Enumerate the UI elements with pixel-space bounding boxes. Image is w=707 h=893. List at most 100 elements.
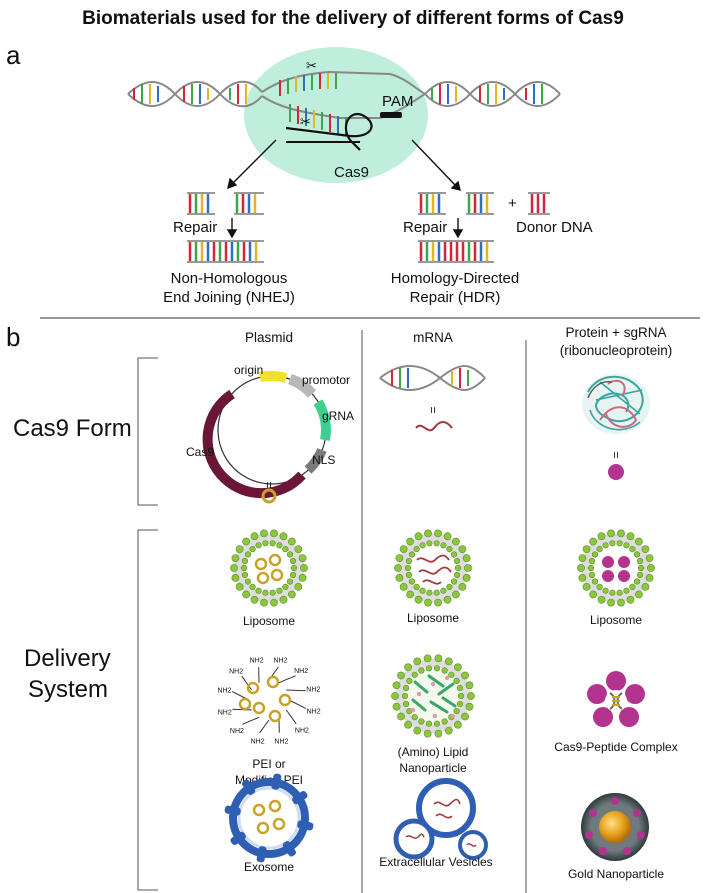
lipid-head <box>230 564 238 572</box>
row-delivery-line2: System <box>28 676 108 703</box>
lipid-head <box>395 573 404 582</box>
lipid-head <box>645 554 654 562</box>
lipid-head <box>451 537 460 546</box>
membrane-protein <box>271 773 282 790</box>
lipid-head <box>411 671 418 678</box>
lipid-head <box>287 537 296 546</box>
membrane-protein <box>292 791 308 805</box>
pei-branch <box>286 689 306 692</box>
lipid-head <box>414 595 423 604</box>
membrane-protein <box>256 846 267 863</box>
dna-helix-left <box>127 80 263 108</box>
lipid-head <box>467 692 475 700</box>
lipid-head <box>617 529 625 538</box>
column-plasmid: Plasmid <box>245 330 293 345</box>
lipid-head <box>406 590 414 599</box>
pei-branch <box>241 675 253 691</box>
lipid-head <box>242 537 250 546</box>
plasmid-map <box>202 370 331 499</box>
lipid-head <box>444 657 453 666</box>
lipid-head <box>433 540 440 547</box>
lipid-head <box>453 557 461 565</box>
arrows-panel-a <box>226 139 464 239</box>
lipid-head <box>607 529 615 538</box>
pei-amine-label: NH2 <box>218 709 232 716</box>
column-protein-line1: Protein + sgRNA <box>566 325 667 340</box>
lipid-head <box>441 667 448 674</box>
lipid-head <box>434 529 442 538</box>
panel-b-label: b <box>6 322 20 352</box>
lipid-head <box>637 564 645 572</box>
lipid-head <box>294 545 303 553</box>
label-extracellular-vesicles: Extracellular Vesicles <box>379 855 492 869</box>
lipid-head <box>250 532 259 541</box>
exosome <box>224 773 314 863</box>
lipid-head <box>262 589 269 596</box>
lipid-head <box>450 551 458 558</box>
lipid-head <box>453 663 462 672</box>
lipid-head <box>255 587 262 594</box>
lipid-head <box>443 595 452 604</box>
mrna-strand <box>415 421 453 432</box>
membrane-protein <box>224 805 241 816</box>
lipid-head <box>419 587 426 594</box>
lipid-head <box>446 583 453 591</box>
hdr-label-line1: Homology-Directed <box>391 270 519 287</box>
lipid-head <box>269 540 276 547</box>
lipid-head <box>465 681 474 690</box>
lipid-head <box>461 671 469 680</box>
lipid-head <box>609 540 616 547</box>
lipid-head <box>397 712 405 721</box>
lipid-head <box>623 542 630 549</box>
lipid-head <box>602 587 609 594</box>
figure-title: Biomaterials used for the delivery of di… <box>82 8 624 29</box>
lipid-head <box>408 578 416 585</box>
lipid-head <box>448 671 455 678</box>
lipid-head <box>262 540 269 547</box>
lipid-head <box>464 564 472 572</box>
pei-branch <box>288 699 307 709</box>
lipid-head <box>240 564 248 572</box>
lipid-head <box>433 589 440 596</box>
pei-amine-label: NH2 <box>273 657 287 664</box>
lipid-head <box>636 571 644 579</box>
lipid-head <box>397 671 405 680</box>
lipid-head <box>453 720 462 729</box>
lipid-head <box>399 582 408 591</box>
lipid-head <box>578 554 587 562</box>
lipid-head <box>454 564 462 572</box>
lipid-head <box>626 595 635 604</box>
lipid-head <box>241 557 249 565</box>
lipid-head <box>647 564 655 572</box>
lipid-head <box>623 587 630 594</box>
pei-branch <box>242 716 260 725</box>
lipid-head <box>588 571 596 579</box>
plasmid-grna-label: gRNA <box>322 409 354 423</box>
lipid-head <box>418 718 425 725</box>
membrane-protein <box>242 779 256 795</box>
lipid-head <box>294 582 303 591</box>
bracket-cas9-form <box>137 357 158 506</box>
pei-amine-label: NH2 <box>250 658 264 665</box>
liposome-mrna <box>394 529 472 607</box>
column-protein-line2: (ribonucleoprotein) <box>560 343 673 358</box>
label-pei-line1: PEI or <box>252 757 285 771</box>
lipid-head <box>286 578 294 585</box>
lipid-head <box>279 595 288 604</box>
lipid-head <box>450 578 458 585</box>
lipid-head <box>462 554 471 562</box>
pei-amine-label: NH2 <box>294 668 308 675</box>
lipid-head <box>597 595 606 604</box>
lipid-head <box>578 573 587 582</box>
lipid-head <box>413 583 420 591</box>
lipid-head <box>425 720 433 727</box>
label-gold-nanoparticle: Gold Nanoparticle <box>568 867 664 881</box>
lipid-head <box>458 545 467 553</box>
pei-amine-label: NH2 <box>229 669 243 676</box>
lipid-head <box>451 590 460 599</box>
lipid-head <box>609 589 616 596</box>
lipid-head <box>433 720 441 727</box>
lipid-head <box>298 554 307 562</box>
lipid-head <box>241 571 249 579</box>
label-cas9-peptide: Cas9-Peptide Complex <box>554 740 677 754</box>
